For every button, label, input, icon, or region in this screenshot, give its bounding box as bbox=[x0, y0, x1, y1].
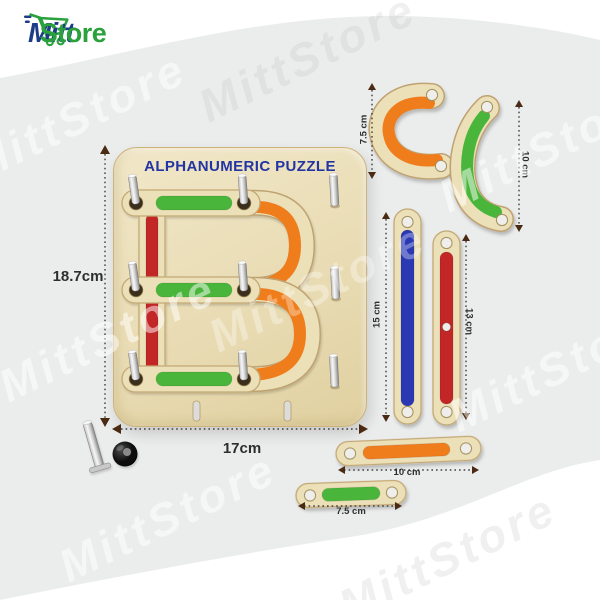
loose-piece-red-bar bbox=[432, 230, 461, 426]
piece-green-bar-top-on-board bbox=[121, 189, 261, 217]
loose-piece-blue-bar bbox=[393, 208, 422, 425]
label-blue-bar: 15 cm bbox=[371, 301, 383, 328]
piece-green-bar-middle-on-board bbox=[121, 276, 261, 304]
label-green-curve: 10 cm bbox=[519, 151, 531, 178]
brand-name-store: Store bbox=[39, 17, 107, 48]
label-green-bar: 7.5 cm bbox=[336, 506, 366, 517]
brand-logo: Mitt Store bbox=[24, 10, 107, 56]
label-board-height: 18.7cm bbox=[52, 268, 104, 285]
label-orange-curve: 7.5 cm bbox=[358, 114, 370, 145]
piece-orange-curve-bottom-on-board bbox=[233, 276, 322, 393]
label-orange-bar: 10 cm bbox=[393, 467, 421, 478]
metal-pegs bbox=[128, 172, 341, 390]
brand-name-mitt: Mitt bbox=[28, 17, 75, 48]
loose-piece-green-bar bbox=[295, 479, 407, 509]
loose-piece-green-curve bbox=[449, 95, 514, 232]
black-knob bbox=[112, 441, 138, 467]
arrow-heads bbox=[100, 83, 523, 510]
metal-screw bbox=[82, 420, 112, 473]
loose-piece-orange-curve bbox=[368, 82, 454, 180]
shopping-cart-icon bbox=[24, 13, 69, 47]
dimension-arrows bbox=[104, 90, 520, 507]
label-red-bar: 13 cm bbox=[463, 308, 475, 335]
label-board-width: 17cm bbox=[222, 440, 262, 457]
letter-b-assembly bbox=[121, 189, 322, 393]
board-title: ALPHANUMERIC PUZZLE bbox=[144, 158, 336, 175]
loose-piece-orange-bar bbox=[335, 435, 482, 467]
board-slots bbox=[192, 400, 292, 422]
